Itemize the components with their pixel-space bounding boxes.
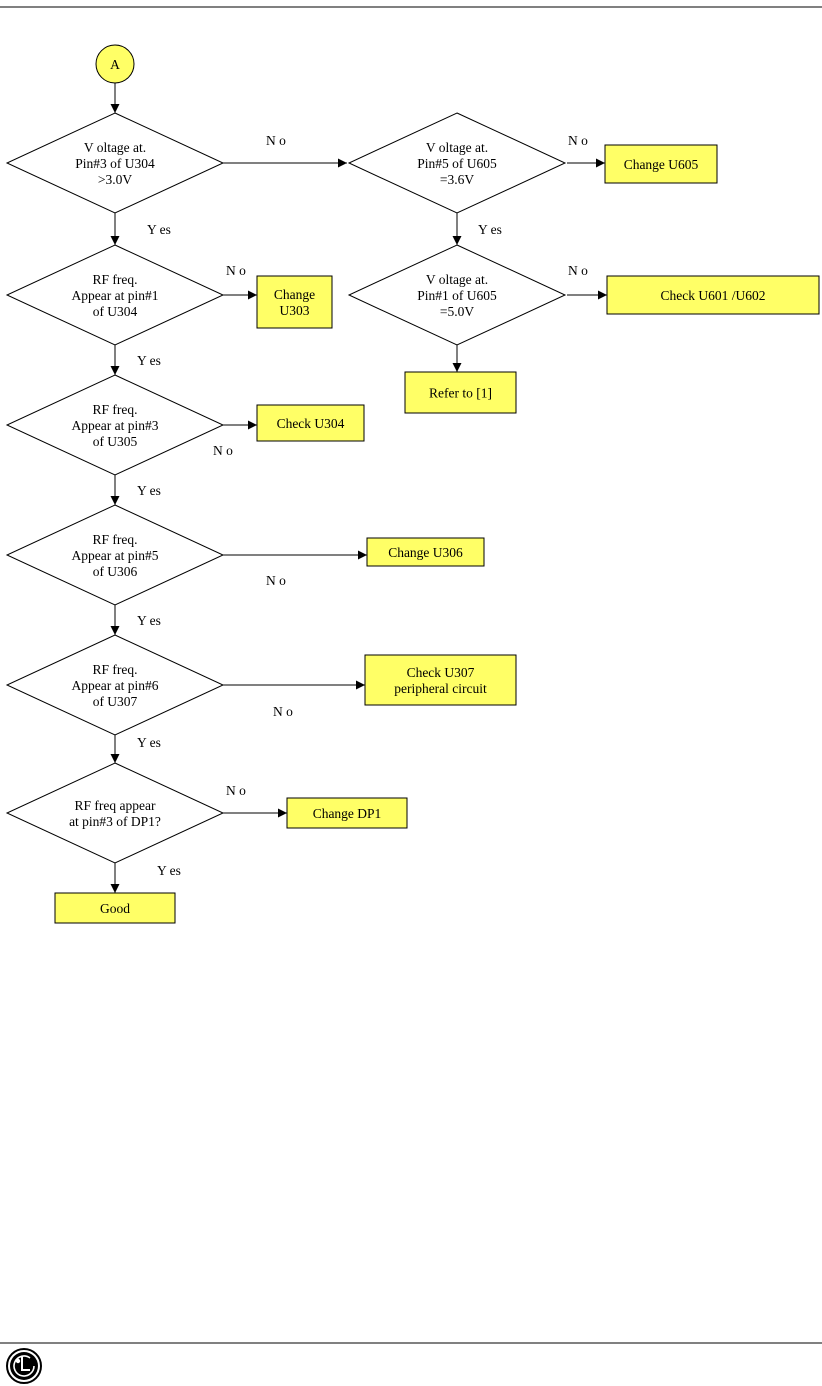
action-a8-text: Change DP1 — [313, 806, 382, 821]
connector-lines — [110, 83, 607, 893]
decision-diamond — [5, 504, 225, 606]
decision-nodes: V oltage at.Pin#3 of U304>3.0VV oltage a… — [5, 112, 567, 864]
decision-d6-text: of U306 — [93, 564, 138, 579]
action-a9-text: Good — [100, 901, 130, 916]
decision-d8-text: RF freq appear — [75, 798, 156, 813]
action-a8: Change DP1 — [286, 797, 408, 829]
start-node: A — [95, 44, 135, 84]
action-a7-text: Check U307 — [407, 665, 475, 680]
decision-d7: RF freq.Appear at pin#6of U307 — [5, 634, 225, 736]
decision-d2-text: Pin#5 of U605 — [417, 156, 497, 171]
label-d4-no: N o — [226, 263, 246, 278]
start-label: A — [110, 57, 120, 72]
decision-diamond — [5, 244, 225, 346]
action-box — [366, 537, 485, 567]
action-box — [256, 275, 333, 329]
label-d5-yes: Y es — [137, 483, 161, 498]
decision-diamond — [347, 112, 567, 214]
label-d7-no: N o — [273, 704, 293, 719]
label-d8-yes: Y es — [157, 863, 181, 878]
decision-d4-text: RF freq. — [93, 272, 138, 287]
decision-diamond — [5, 112, 225, 214]
action-a5: Check U304 — [256, 404, 365, 442]
decision-d3-text: V oltage at. — [426, 272, 488, 287]
action-a6-text: Change U306 — [388, 545, 463, 560]
action-a3: Refer to [1] — [404, 371, 517, 414]
decision-d4-text: Appear at pin#1 — [72, 288, 159, 303]
label-d3-no: N o — [568, 263, 588, 278]
label-d7-yes: Y es — [137, 735, 161, 750]
decision-diamond — [5, 762, 225, 864]
decision-d7-text: of U307 — [93, 694, 138, 709]
label-d1-yes: Y es — [147, 222, 171, 237]
label-d4-yes: Y es — [137, 353, 161, 368]
decision-d5-text: of U305 — [93, 434, 138, 449]
decision-d5: RF freq.Appear at pin#3of U305 — [5, 374, 225, 476]
action-a9: Good — [54, 892, 176, 924]
decision-d6-text: RF freq. — [93, 532, 138, 547]
action-a3-text: Refer to [1] — [429, 386, 492, 401]
decision-diamond — [347, 244, 567, 346]
action-box — [256, 404, 365, 442]
decision-d1: V oltage at.Pin#3 of U304>3.0V — [5, 112, 225, 214]
decision-d3-text: =5.0V — [440, 304, 474, 319]
decision-d5-text: RF freq. — [93, 402, 138, 417]
decision-diamond — [5, 374, 225, 476]
decision-d3: V oltage at.Pin#1 of U605=5.0V — [347, 244, 567, 346]
action-a1: Change U605 — [604, 144, 718, 184]
label-d6-yes: Y es — [137, 613, 161, 628]
decision-d1-text: V oltage at. — [84, 140, 146, 155]
action-a5-text: Check U304 — [277, 416, 345, 431]
decision-d4-text: of U304 — [93, 304, 138, 319]
label-d2-no: N o — [568, 133, 588, 148]
decision-d3-text: Pin#1 of U605 — [417, 288, 497, 303]
label-d5-no: N o — [213, 443, 233, 458]
decision-d4: RF freq.Appear at pin#1of U304 — [5, 244, 225, 346]
action-a4-text: U303 — [280, 303, 310, 318]
action-box — [364, 654, 517, 706]
lg-logo: LG — [6, 1348, 42, 1384]
decision-d2-text: =3.6V — [440, 172, 474, 187]
action-a7-text: peripheral circuit — [394, 681, 487, 696]
decision-d5-text: Appear at pin#3 — [72, 418, 159, 433]
label-d6-no: N o — [266, 573, 286, 588]
decision-d8-text: at pin#3 of DP1? — [69, 814, 161, 829]
action-box — [606, 275, 820, 315]
decision-diamond — [5, 634, 225, 736]
action-a1-text: Change U605 — [624, 157, 699, 172]
action-box — [286, 797, 408, 829]
action-a6: Change U306 — [366, 537, 485, 567]
decision-d6: RF freq.Appear at pin#5of U306 — [5, 504, 225, 606]
action-a4-text: Change — [274, 287, 315, 302]
label-d1-no: N o — [266, 133, 286, 148]
decision-d1-text: Pin#3 of U304 — [75, 156, 155, 171]
label-d2-yes: Y es — [478, 222, 502, 237]
decision-d7-text: RF freq. — [93, 662, 138, 677]
decision-d1-text: >3.0V — [98, 172, 132, 187]
edge-labels: N o Y es N o Y es N o N o Y es N o Y es … — [137, 133, 588, 878]
action-box — [404, 371, 517, 414]
decision-d2-text: V oltage at. — [426, 140, 488, 155]
decision-d6-text: Appear at pin#5 — [72, 548, 159, 563]
action-a2: Check U601 /U602 — [606, 275, 820, 315]
action-box — [604, 144, 718, 184]
action-a2-text: Check U601 /U602 — [661, 288, 766, 303]
label-d8-no: N o — [226, 783, 246, 798]
action-box — [54, 892, 176, 924]
decision-d2: V oltage at.Pin#5 of U605=3.6V — [347, 112, 567, 214]
decision-d7-text: Appear at pin#6 — [72, 678, 159, 693]
